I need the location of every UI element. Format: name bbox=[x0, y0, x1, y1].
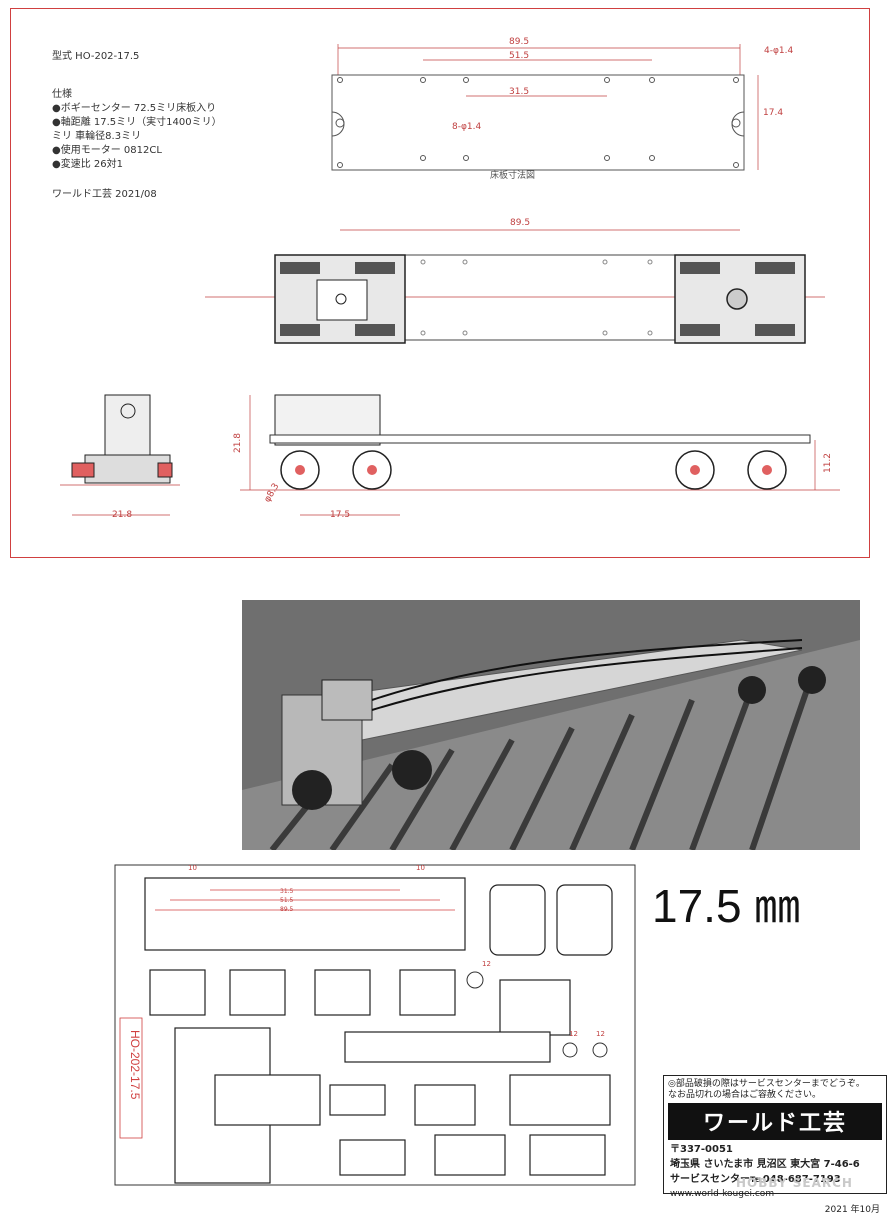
maker-note-2: なお品切れの場合はご容赦ください。 bbox=[668, 1090, 822, 1100]
plan-caption: 床板寸法図 bbox=[490, 171, 536, 181]
etch-dim-large: 89.5 bbox=[280, 906, 294, 913]
dim-plan-outer: 51.5 bbox=[509, 51, 530, 61]
drawing-sheet bbox=[10, 8, 870, 558]
etch-dim-small: 31.5 bbox=[280, 888, 294, 895]
maker-url: www.world-kougei.com bbox=[670, 1189, 775, 1199]
spec-maker-date: ワールド工芸 2021/08 bbox=[52, 189, 157, 200]
dim-end-width: 21.8 bbox=[112, 510, 133, 520]
etch-mark: 12 bbox=[482, 960, 491, 968]
dim-plan-inner: 31.5 bbox=[509, 87, 530, 97]
gauge-size-label: 17.5 ㎜ bbox=[652, 880, 801, 932]
maker-panel: ◎部品破損の際はサービスセンターまでどうぞ。 なお品切れの場合はご容赦ください。… bbox=[663, 1075, 887, 1215]
spec-item: ●ボギーセンター 72.5ミリ床板入り bbox=[52, 103, 217, 114]
spec-model: 型式 HO-202-17.5 bbox=[52, 51, 140, 62]
etch-mark: 10 bbox=[188, 864, 197, 872]
maker-logo: ワールド工芸 bbox=[668, 1103, 882, 1140]
dim-wheelbase: 17.5 bbox=[330, 510, 351, 520]
maker-date: 2021 年10月 bbox=[824, 1205, 880, 1215]
dim-corner-holes: 4-φ1.4 bbox=[764, 46, 794, 56]
watermark: HOBBY SEARCH bbox=[736, 1176, 853, 1190]
spec-item: ●軸距離 17.5ミリ（実寸1400ミリ） bbox=[52, 117, 222, 128]
maker-address: 埼玉県 さいたま市 見沼区 東大宮 7-46-6 bbox=[670, 1159, 860, 1170]
dim-plan-height: 17.4 bbox=[763, 108, 784, 118]
top-view-drawing bbox=[205, 229, 825, 344]
etch-label: HO-202-17.5 bbox=[128, 1030, 142, 1100]
etch-dim-mid: 51.5 bbox=[280, 897, 294, 904]
etch-mark: 12 bbox=[596, 1030, 605, 1038]
dim-side-height-right: 11.2 bbox=[823, 452, 834, 474]
spec-list: ●ボギーセンター 72.5ミリ床板入り ●軸距離 17.5ミリ（実寸1400ミリ… bbox=[52, 102, 292, 172]
spec-item: ●変速比 26対1 bbox=[52, 159, 123, 170]
etch-mark: 10 bbox=[416, 864, 425, 872]
etched-parts-sheet bbox=[114, 864, 636, 1186]
dim-plan-overall: 89.5 bbox=[509, 37, 530, 47]
spec-heading: 仕様 bbox=[52, 89, 72, 100]
maker-note-1: ◎部品破損の際はサービスセンターまでどうぞ。 bbox=[668, 1079, 865, 1089]
plan-view-drawing bbox=[331, 44, 759, 171]
etch-mark: 12 bbox=[569, 1030, 578, 1038]
product-photo bbox=[242, 600, 860, 850]
spec-item: ●使用モーター 0812CL bbox=[52, 145, 162, 156]
end-view-drawing bbox=[60, 394, 180, 516]
maker-service: サービスセンター℡048-687-7193 bbox=[670, 1174, 841, 1185]
dim-side-height-left: 21.8 bbox=[233, 432, 244, 454]
dim-top-overall: 89.5 bbox=[510, 218, 531, 228]
dim-mid-holes: 8-φ1.4 bbox=[452, 122, 482, 132]
spec-item: ミリ 車輪径8.3ミリ bbox=[52, 131, 142, 142]
side-view-drawing bbox=[240, 394, 840, 516]
maker-postal: 〒337-0051 bbox=[670, 1144, 733, 1155]
photo-illustration bbox=[242, 600, 860, 850]
